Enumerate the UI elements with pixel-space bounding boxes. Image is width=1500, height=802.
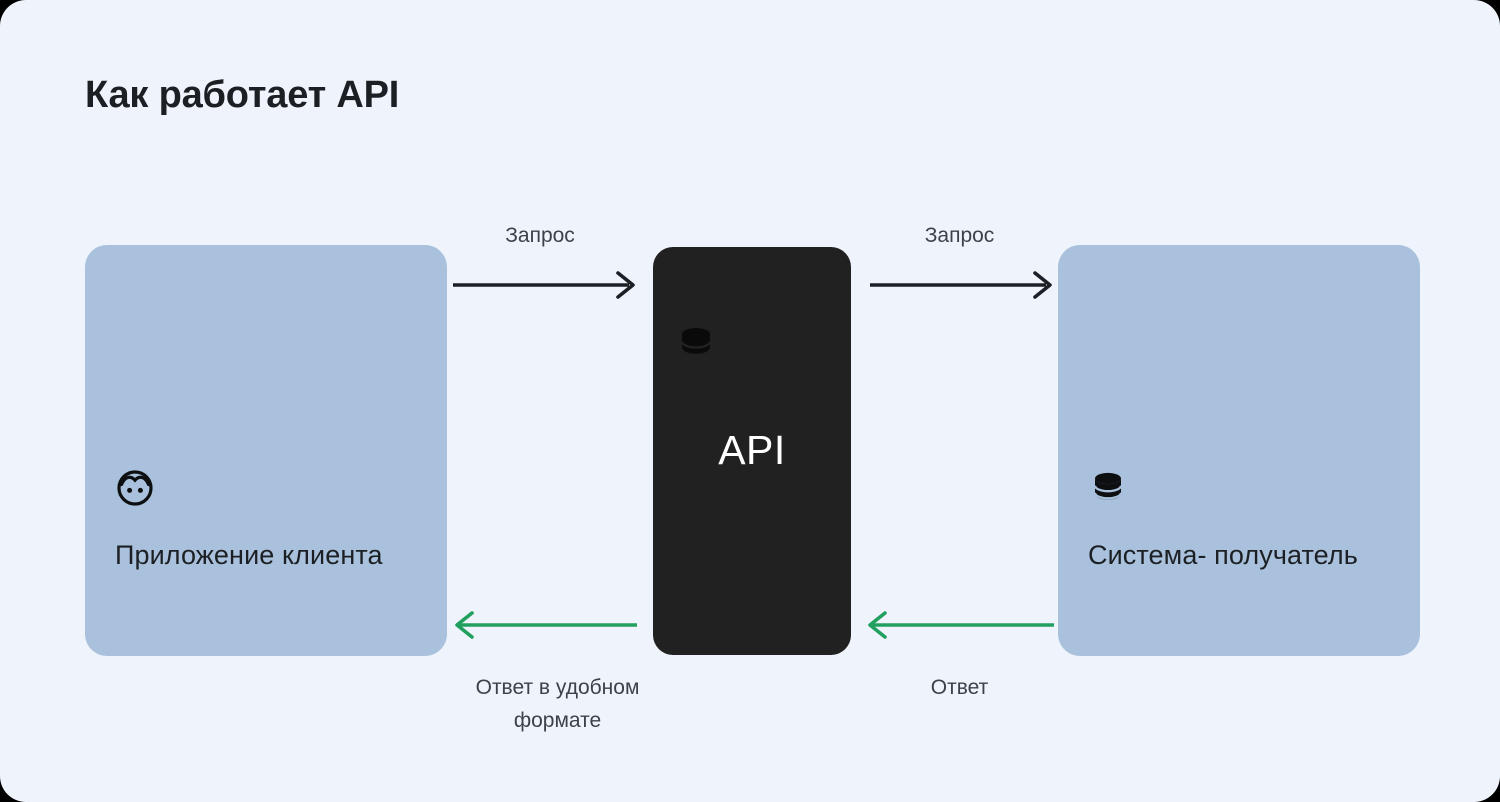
database-icon: [1088, 468, 1128, 508]
edge-label-response-2: Ответ: [930, 676, 989, 699]
arrow-request-client-to-api: [453, 271, 635, 299]
node-api-label: API: [718, 427, 786, 473]
node-client-label: Приложение клиента: [115, 540, 383, 570]
page-title: Как работает API: [85, 74, 400, 116]
arrow-response-receiver-to-api: [868, 611, 1054, 639]
arrow-response-api-to-client: [455, 611, 637, 639]
edge-label-response-1: Ответ в удобном формате: [475, 676, 640, 732]
database-icon: [675, 323, 717, 365]
node-client-application: Приложение клиента: [85, 245, 447, 656]
edge-label-request-1: Запрос: [505, 224, 575, 247]
node-api: API: [653, 247, 851, 655]
edge-label-request-2: Запрос: [924, 224, 995, 247]
person-face-icon: [115, 468, 155, 508]
node-receiver-label: Система- получатель: [1088, 540, 1358, 570]
arrow-request-api-to-receiver: [870, 271, 1052, 299]
node-receiving-system: Система- получатель: [1058, 245, 1420, 656]
